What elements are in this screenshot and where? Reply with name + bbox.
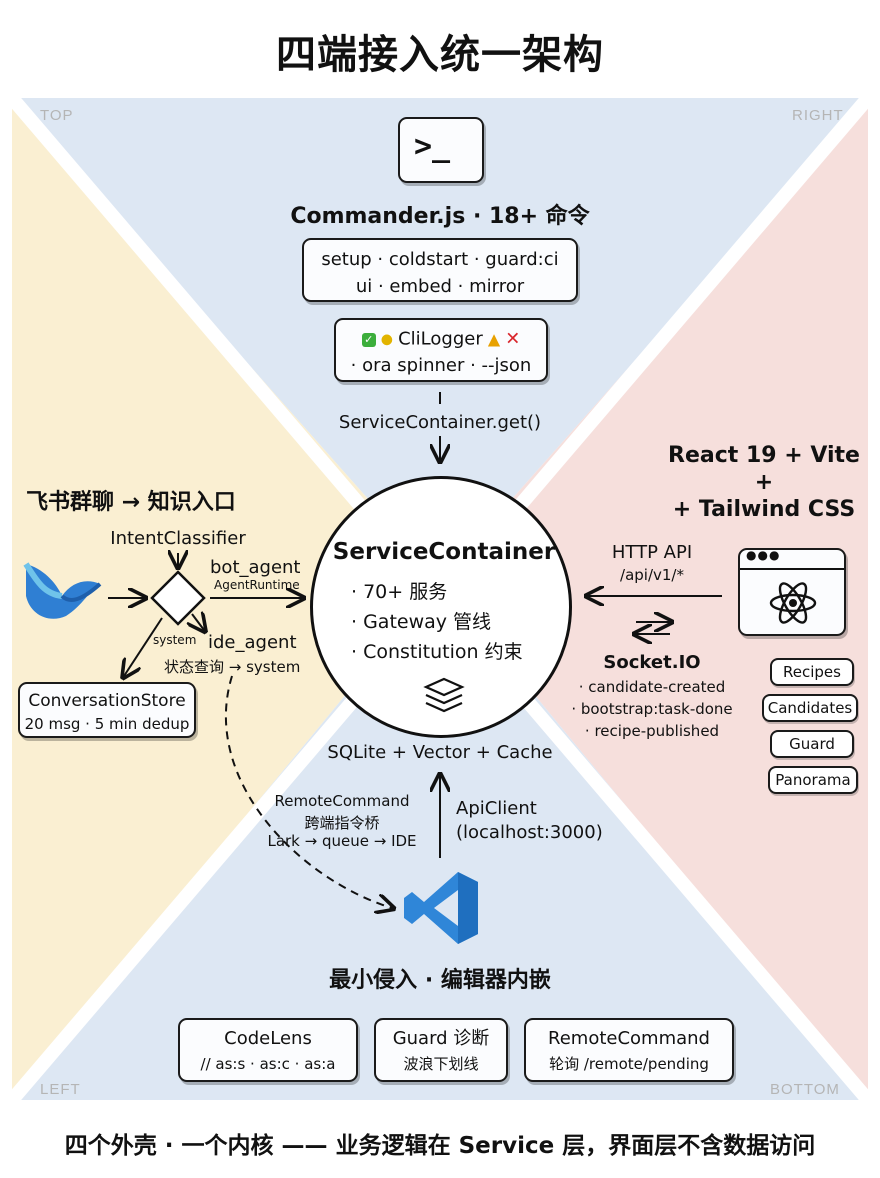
- socket-event: · bootstrap:task-done: [571, 700, 733, 718]
- conversation-store-title: ConversationStore: [28, 691, 186, 711]
- system-label: system: [153, 633, 197, 647]
- status-query-label: 状态查询 → system: [164, 658, 301, 676]
- web-heading-line1: React 19 + Vite: [668, 443, 860, 468]
- agent-runtime-label: AgentRuntime: [214, 578, 300, 592]
- ide-feature-title: Guard 诊断: [392, 1028, 490, 1049]
- socket-event: · recipe-published: [584, 722, 720, 740]
- http-api-label: HTTP API: [611, 542, 693, 563]
- bulb-icon: ●: [380, 331, 393, 348]
- service-get-label: ServiceContainer.get(): [338, 412, 542, 433]
- web-heading-plus: +: [754, 470, 774, 495]
- cli-logger-box: ✓ ● CliLogger ▲ ✕ · ora spinner · --json: [334, 318, 548, 382]
- ide-feature-sub: 轮询 /remote/pending: [549, 1055, 709, 1073]
- corner-label-top: TOP: [40, 107, 74, 124]
- ide-feature-sub: // as:s · as:c · as:a: [200, 1055, 336, 1073]
- layers-icon: [423, 677, 465, 713]
- lark-bird-icon: [23, 562, 102, 619]
- corner-label-bottom: BOTTOM: [770, 1081, 840, 1098]
- cli-commands-line1: setup · coldstart · guard:ci: [321, 249, 559, 270]
- core-item: · 70+ 服务: [351, 581, 448, 603]
- cli-commands-box: setup · coldstart · guard:ci ui · embed …: [302, 238, 578, 302]
- service-container-core: ServiceContainer · 70+ 服务 · Gateway 管线 ·…: [310, 476, 572, 738]
- ide-feature-title: CodeLens: [224, 1028, 312, 1049]
- conversation-store-box: ConversationStore 20 msg · 5 min dedup: [18, 682, 196, 738]
- ide-feature-remote: RemoteCommand 轮询 /remote/pending: [524, 1018, 734, 1082]
- react-atom-icon: [769, 582, 817, 624]
- browser-window-icon: ●●●: [738, 548, 846, 636]
- check-icon: ✓: [361, 332, 376, 347]
- ide-heading: 最小侵入 · 编辑器内嵌: [329, 968, 551, 993]
- terminal-icon: >_: [398, 117, 484, 183]
- socketio-label: Socket.IO: [603, 652, 701, 673]
- right-quadrant: [440, 98, 868, 1100]
- core-title: ServiceContainer: [332, 539, 556, 565]
- remote-command-sub: 跨端指令桥: [304, 814, 380, 832]
- core-item: · Constitution 约束: [351, 641, 523, 663]
- socket-event: · candidate-created: [578, 678, 726, 696]
- corner-label-right: RIGHT: [792, 107, 844, 124]
- core-item: · Gateway 管线: [351, 611, 492, 633]
- error-icon: ✕: [505, 328, 521, 350]
- http-api-path: /api/v1/*: [620, 566, 684, 584]
- page-pill-panorama: Panorama: [768, 766, 858, 794]
- ide-feature-guard: Guard 诊断 波浪下划线: [374, 1018, 508, 1082]
- remote-command-title: RemoteCommand: [274, 792, 410, 810]
- conversation-store-sub: 20 msg · 5 min dedup: [24, 715, 190, 733]
- cli-logger-sub: · ora spinner · --json: [350, 354, 532, 376]
- bot-agent-label: bot_agent: [210, 557, 301, 578]
- footer-caption: 四个外壳 · 一个内核 —— 业务逻辑在 Service 层，界面层不含数据访问: [64, 1133, 816, 1159]
- vscode-icon: [404, 872, 478, 944]
- cli-commands-line2: ui · embed · mirror: [355, 276, 525, 297]
- page-pill-recipes: Recipes: [770, 658, 854, 686]
- lark-heading: 飞书群聊 → 知识入口: [26, 490, 236, 515]
- remote-command-flow: Lark → queue → IDE: [267, 832, 417, 850]
- intent-classifier-label: IntentClassifier: [110, 528, 246, 549]
- ide-feature-title: RemoteCommand: [548, 1028, 710, 1049]
- page-pill-candidates: Candidates: [762, 694, 858, 722]
- corner-label-left: LEFT: [40, 1081, 81, 1098]
- ide-agent-label: ide_agent: [208, 632, 297, 653]
- warning-icon: ▲: [487, 329, 501, 349]
- page-pill-guard: Guard: [770, 730, 854, 758]
- cli-heading: Commander.js · 18+ 命令: [290, 204, 590, 229]
- ide-feature-sub: 波浪下划线: [403, 1055, 479, 1073]
- ide-feature-codelens: CodeLens // as:s · as:c · as:a: [178, 1018, 358, 1082]
- cli-logger-title: CliLogger: [398, 328, 483, 350]
- intent-diamond: [150, 570, 206, 626]
- api-client-host: (localhost:3000): [456, 822, 603, 843]
- web-heading-line2: + Tailwind CSS: [672, 497, 856, 522]
- storage-label: SQLite + Vector + Cache: [327, 742, 553, 763]
- api-client-label: ApiClient: [456, 798, 537, 819]
- page-title: 四端接入统一架构: [276, 32, 604, 78]
